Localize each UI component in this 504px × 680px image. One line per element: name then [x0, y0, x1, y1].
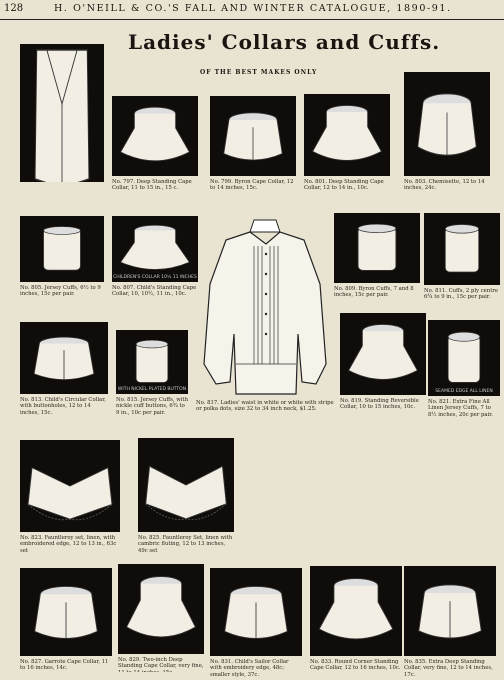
product-illustration	[304, 94, 390, 176]
catalogue-item: No. 799. Byron Cape Collar, 12 to 14 inc…	[210, 96, 296, 214]
product-illustration	[210, 568, 302, 656]
catalogue-item: No. 811. Cuffs, 2 ply centre 6¾ to 9 in.…	[424, 213, 500, 313]
catalogue-item: No. 819. Standing Reversible Collar, 10 …	[340, 313, 426, 429]
item-caption: No. 831. Child's Sailor Collar with embr…	[210, 659, 289, 678]
catalogue-item: No. 829. Two-inch Deep Standing Cape Col…	[118, 564, 204, 672]
center-item-caption: No. 817. Ladies' waist in white or white…	[196, 400, 334, 413]
product-illustration: CHILDREN'S COLLAR 10½ 11 INCHES	[112, 216, 198, 282]
catalogue-item: No. 825. Fauntleroy Set, linen with camb…	[138, 438, 234, 554]
item-caption: No. 803. Chemisette, 12 to 14 inches, 24…	[404, 179, 485, 192]
catalogue-item: No. 831. Child's Sailor Collar with embr…	[210, 568, 302, 680]
page-subtitle: OF THE BEST MAKES ONLY	[200, 69, 318, 76]
catalogue-item: No. 827. Garrote Cape Collar, 11 to 16 i…	[20, 568, 112, 680]
catalogue-item: No. 803. Chemisette, 12 to 14 inches, 24…	[404, 72, 490, 204]
item-caption: No. 797. Deep Standing Cape Collar, 11 t…	[112, 179, 192, 192]
item-caption: No. 835. Extra Deep Standing Collar, ver…	[404, 659, 493, 676]
page-header: 128 H. O'NEILL & CO.'S FALL AND WINTER C…	[0, 0, 504, 20]
product-illustration	[210, 96, 296, 176]
item-caption: No. 827. Garrote Cape Collar, 11 to 16 i…	[20, 659, 109, 672]
catalogue-item: No. 801. Deep Standing Cape Collar, 12 t…	[304, 94, 390, 214]
product-illustration: WITH NICKEL PLATED BUTTON	[116, 330, 188, 394]
product-illustration	[20, 44, 104, 182]
item-caption: No. 809. Byron Cuffs, 7 and 8 inches, 15…	[334, 286, 414, 299]
product-illustration	[118, 564, 204, 654]
product-tag-text: WITH NICKEL PLATED BUTTON	[117, 387, 187, 392]
product-illustration	[20, 440, 120, 532]
item-caption: No. 811. Cuffs, 2 ply centre 6¾ to 9 in.…	[424, 288, 499, 301]
product-illustration	[404, 72, 490, 176]
product-tag-text: CHILDREN'S COLLAR 10½ 11 INCHES	[113, 275, 197, 280]
product-illustration	[424, 213, 500, 285]
product-illustration	[20, 322, 108, 394]
product-illustration	[310, 566, 402, 656]
product-illustration	[334, 213, 420, 283]
product-illustration	[340, 313, 426, 395]
catalogue-item: No. 823. Fauntleroy set, linen, with emb…	[20, 440, 120, 556]
catalogue-item: No. 835. Extra Deep Standing Collar, ver…	[404, 566, 496, 676]
item-caption: No. 833. Round Corner Standing Cape Coll…	[310, 659, 401, 672]
item-caption: No. 799. Byron Cape Collar, 12 to 14 inc…	[210, 179, 294, 192]
product-tag-text: SEAMED EDGE ALL LINEN	[435, 389, 493, 394]
item-caption: No. 813. Child's Circular Collar, with b…	[20, 397, 106, 416]
catalogue-item: No. 833. Round Corner Standing Cape Coll…	[310, 566, 402, 676]
catalogue-item: CHILDREN'S COLLAR 10½ 11 INCHES No. 807. …	[112, 216, 198, 316]
product-illustration	[404, 566, 496, 656]
item-caption: No. 807. Child's Standing Cape Collar, 1…	[112, 285, 197, 298]
ladies-waist-illustration	[196, 214, 334, 400]
item-caption: No. 825. Fauntleroy Set, linen with camb…	[138, 535, 233, 554]
page-title: Ladies' Collars and Cuffs.	[128, 30, 441, 54]
item-caption: No. 829. Two-inch Deep Standing Cape Col…	[118, 657, 204, 672]
item-caption: No. 815. Jersey Cuffs, with nickle cuff …	[116, 397, 188, 416]
catalogue-item: SEAMED EDGE ALL LINEN No. 821. Extra Fine…	[428, 320, 500, 432]
product-illustration	[112, 96, 198, 176]
product-illustration: SEAMED EDGE ALL LINEN	[428, 320, 500, 396]
catalogue-item: No. 813. Child's Circular Collar, with b…	[20, 322, 108, 426]
item-caption: No. 819. Standing Reversible Collar, 10 …	[340, 398, 419, 411]
running-title: H. O'NEILL & CO.'S FALL AND WINTER CATAL…	[54, 3, 452, 14]
catalogue-item: No. 795. French Rolling Collar, 20c.	[20, 44, 104, 182]
item-caption: No. 801. Deep Standing Cape Collar, 12 t…	[304, 179, 384, 192]
product-illustration	[20, 216, 104, 282]
catalogue-item: No. 805. Jersey Cuffs, 6½ to 9 inches, 1…	[20, 216, 104, 316]
item-caption: No. 821. Extra Fine All Linen Jersey Cuf…	[428, 399, 493, 418]
product-illustration	[138, 438, 234, 532]
page-number: 128	[4, 3, 24, 14]
catalogue-item: No. 797. Deep Standing Cape Collar, 11 t…	[112, 96, 198, 214]
catalogue-item: No. 809. Byron Cuffs, 7 and 8 inches, 15…	[334, 213, 420, 316]
item-caption: No. 805. Jersey Cuffs, 6½ to 9 inches, 1…	[20, 285, 101, 298]
item-caption: No. 823. Fauntleroy set, linen, with emb…	[20, 535, 117, 554]
catalogue-item: WITH NICKEL PLATED BUTTON No. 815. Jersey…	[116, 330, 188, 422]
product-illustration	[20, 568, 112, 656]
